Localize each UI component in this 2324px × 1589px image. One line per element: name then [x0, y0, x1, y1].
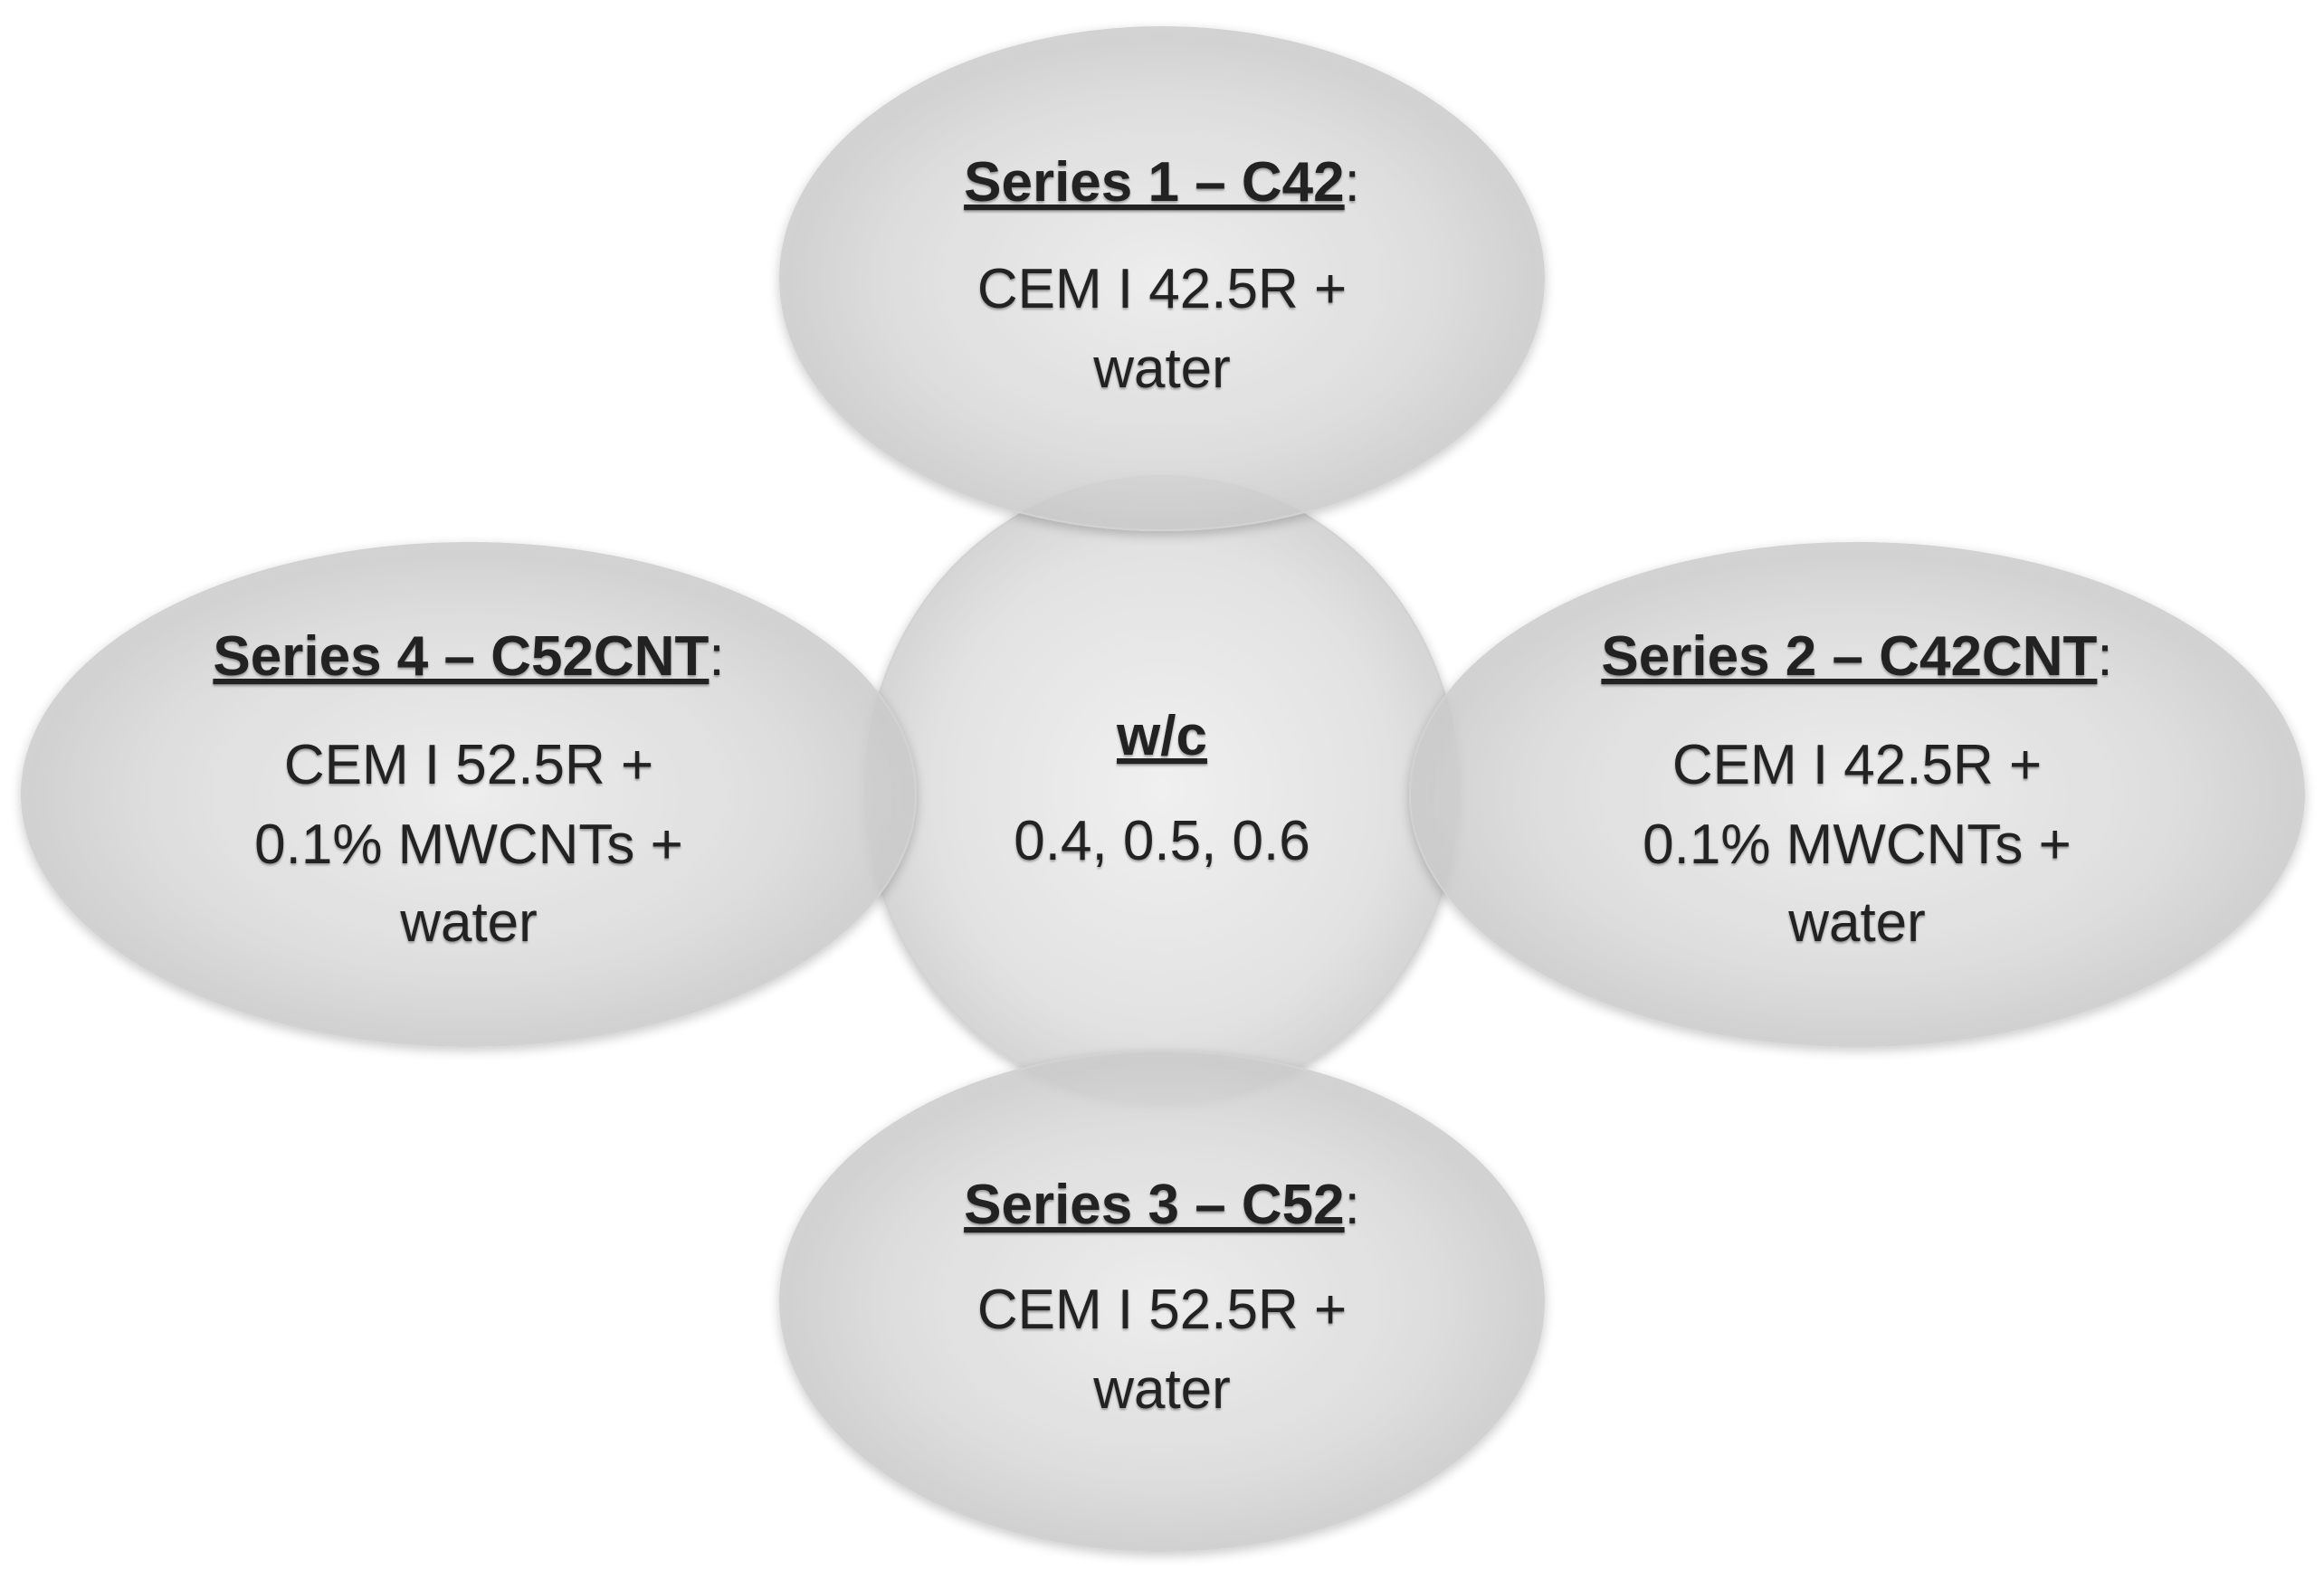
series-4-node	[21, 542, 917, 1047]
series-3-line-2: water	[1092, 1358, 1231, 1421]
series-3-line-1: CEM I 52.5R +	[977, 1279, 1347, 1341]
series-2-title: Series 2 – C42CNT:	[1601, 625, 2112, 688]
series-4-ellipse	[21, 542, 917, 1047]
series-4-title: Series 4 – C52CNT:	[213, 625, 724, 688]
series-1-line-1: CEM I 42.5R +	[977, 258, 1347, 320]
center-title: w/c	[1116, 705, 1207, 767]
series-3-title: Series 3 – C52:	[964, 1174, 1360, 1236]
series-1-ellipse	[779, 26, 1545, 531]
center-node	[864, 475, 1460, 1103]
series-4-line-1: CEM I 52.5R +	[284, 734, 653, 796]
series-2-line-1: CEM I 42.5R +	[1672, 734, 2042, 796]
center-circle	[864, 475, 1460, 1103]
series-4-line-2: 0.1% MWCNTs +	[254, 814, 683, 876]
series-1-node	[779, 26, 1545, 531]
series-4-line-3: water	[399, 891, 538, 954]
series-2-ellipse	[1409, 542, 2305, 1047]
series-1-line-2: water	[1092, 338, 1231, 400]
center-line-1: 0.4, 0.5, 0.6	[1014, 810, 1310, 872]
series-3-node	[779, 1051, 1545, 1552]
series-1-title: Series 1 – C42:	[964, 151, 1360, 214]
series-2-line-3: water	[1787, 891, 1926, 954]
series-2-node	[1409, 542, 2305, 1047]
series-3-ellipse	[779, 1051, 1545, 1552]
series-2-line-2: 0.1% MWCNTs +	[1643, 814, 2072, 876]
